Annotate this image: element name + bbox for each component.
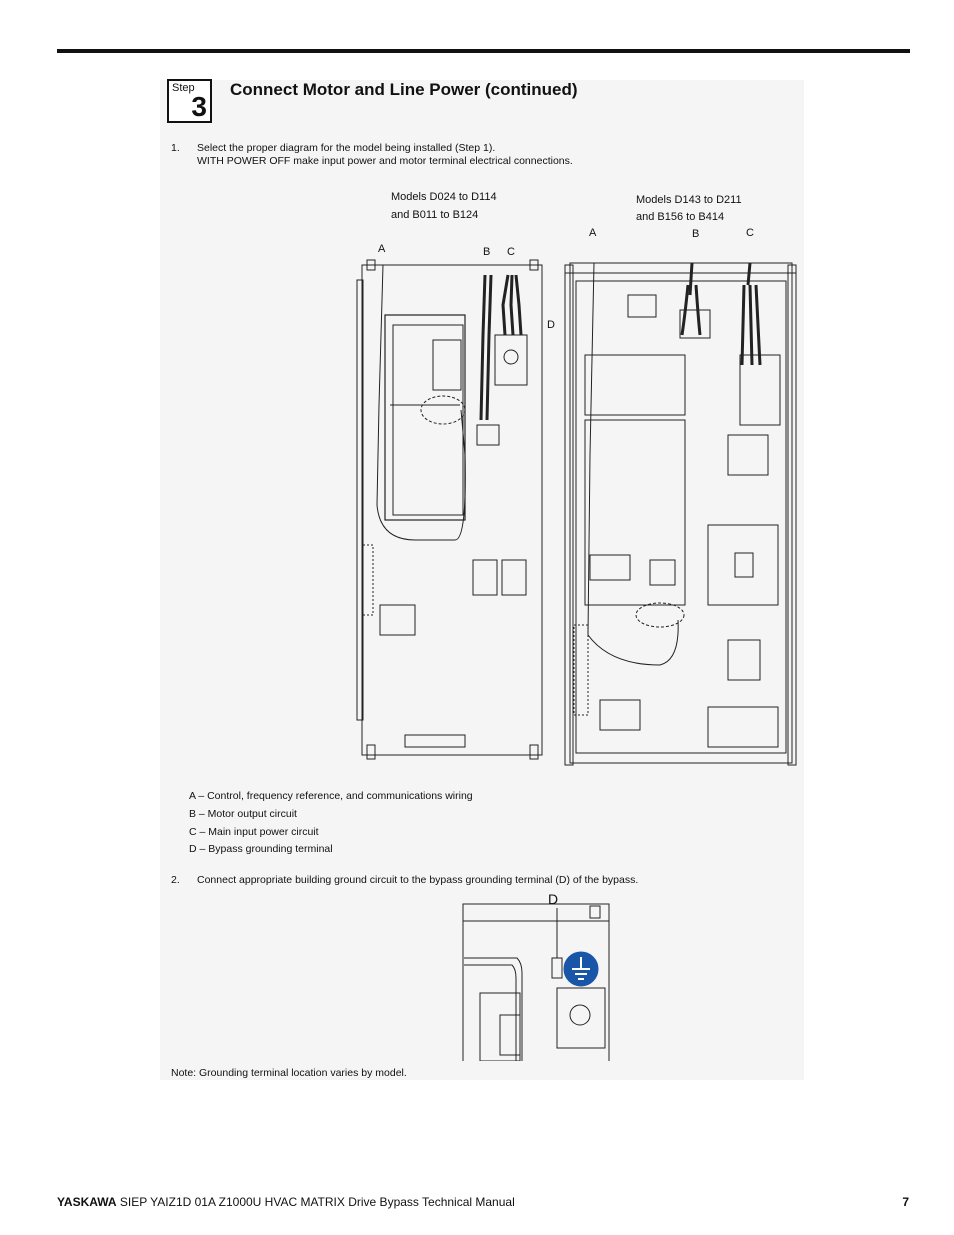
top-rule <box>57 49 910 53</box>
right-enclosure-diagram <box>564 262 797 766</box>
grounding-detail-diagram <box>462 903 610 1061</box>
step-number: 3 <box>191 91 207 122</box>
footer-doc: SIEP YAIZ1D 01A Z1000U HVAC MATRIX Drive… <box>116 1195 515 1209</box>
page-number: 7 <box>902 1195 909 1209</box>
page-title: Connect Motor and Line Power (continued) <box>230 80 578 99</box>
right-models-line-1: Models D143 to D211 <box>636 194 742 206</box>
step-word: Step <box>172 82 195 94</box>
instruction-2-text: Connect appropriate building ground circ… <box>197 874 639 886</box>
left-enclosure-diagram <box>356 259 543 760</box>
left-label-b: B <box>483 246 491 258</box>
legend-item-d: D – Bypass grounding terminal <box>189 843 333 855</box>
left-models-line-2: and B011 to B124 <box>391 209 479 221</box>
legend-item-b: B – Motor output circuit <box>189 808 297 820</box>
instruction-1-number: 1. <box>171 142 180 154</box>
instruction-1-line-1: Select the proper diagram for the model … <box>197 142 496 154</box>
right-label-b: B <box>692 228 700 240</box>
ground-detail-label-d: D <box>548 891 559 907</box>
instruction-1-line-2: WITH POWER OFF make input power and moto… <box>197 155 573 167</box>
step-badge: Step 3 <box>167 79 212 123</box>
left-label-a: A <box>378 243 386 255</box>
footer-brand: YASKAWA <box>57 1195 117 1209</box>
right-models-line-2: and B156 to B414 <box>636 211 725 223</box>
legend-item-a: A – Control, frequency reference, and co… <box>189 790 473 802</box>
right-label-c: C <box>746 227 754 239</box>
footer-manual-title: YASKAWA SIEP YAIZ1D 01A Z1000U HVAC MATR… <box>57 1195 515 1209</box>
left-label-d: D <box>547 319 555 331</box>
left-models-line-1: Models D024 to D114 <box>391 191 497 203</box>
legend-item-c: C – Main input power circuit <box>189 826 319 838</box>
left-label-c: C <box>507 246 515 258</box>
right-label-a: A <box>589 227 597 239</box>
content-background <box>160 80 804 1080</box>
note-text: Note: Grounding terminal location varies… <box>171 1067 407 1079</box>
instruction-2-number: 2. <box>171 874 180 886</box>
